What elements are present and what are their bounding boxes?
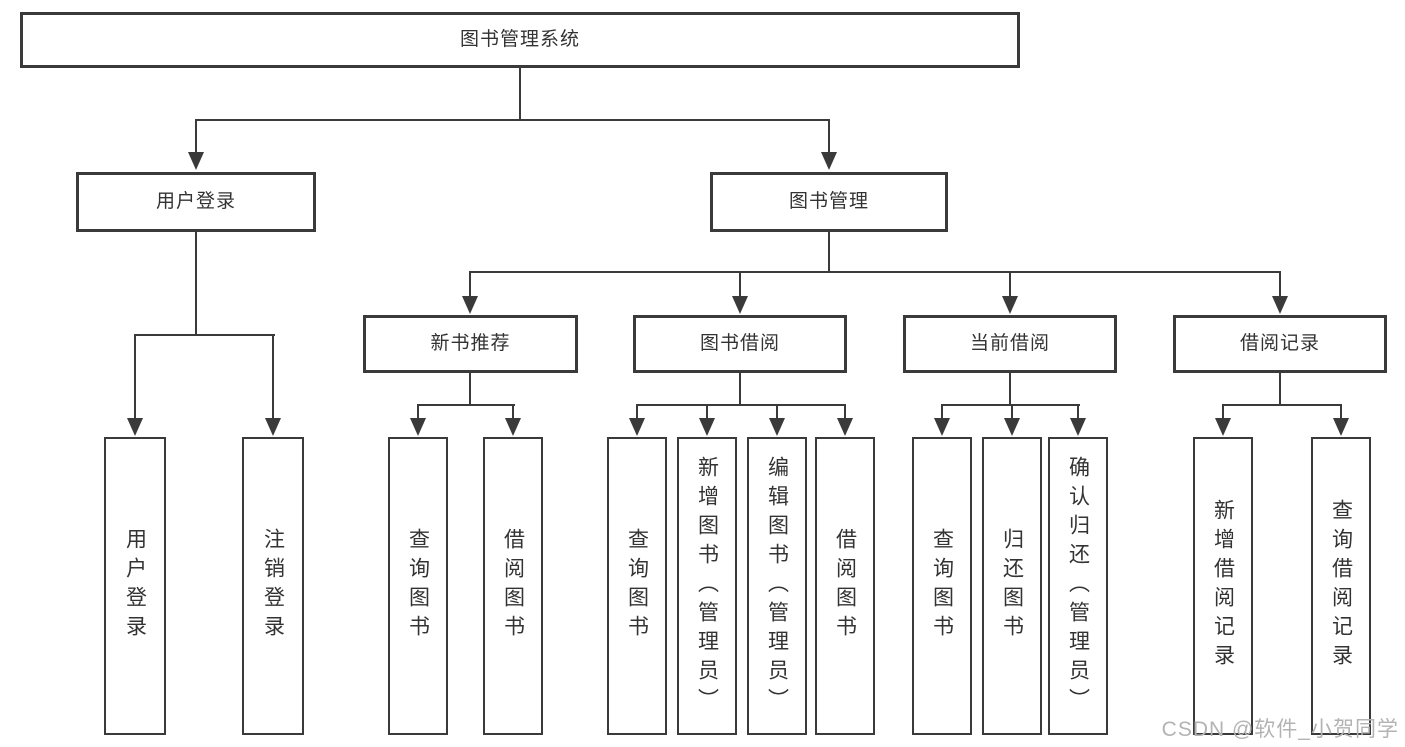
arrow-down-icon [265,418,281,436]
arrow-down-icon [505,418,521,436]
leaf-return-book: 归还图书 [982,437,1042,735]
arrow-down-icon [1004,418,1020,436]
connector-line [1009,373,1011,406]
arrow-down-icon [1070,418,1086,436]
connector-line [636,404,638,420]
node-book-management: 图书管理 [710,172,948,232]
arrow-down-icon [188,152,204,170]
arrow-down-icon [1272,296,1288,314]
arrow-down-icon [699,418,715,436]
connector-line [1222,404,1224,420]
leaf-edit-book-admin: 编辑图书（管理员） [747,437,807,735]
connector-line [195,232,197,336]
leaf-borrow-book: 借阅图书 [815,437,875,735]
connector-line [706,404,708,420]
arrow-down-icon [837,418,853,436]
node-user-login: 用户登录 [76,172,316,232]
connector-line [844,404,846,420]
connector-line [272,334,274,420]
arrow-down-icon [410,418,426,436]
connector-line [776,404,778,420]
connector-line [134,334,136,420]
node-borrow-record: 借阅记录 [1173,315,1387,373]
leaf-user-login: 用户登录 [104,437,166,735]
leaf-confirm-return-admin: 确认归还（管理员） [1048,437,1108,735]
arrow-down-icon [629,418,645,436]
leaf-query-book-borrow: 查询图书 [607,437,667,735]
connector-line [1011,404,1013,420]
connector-line [1222,404,1342,406]
connector-line [739,271,741,299]
connector-line [417,404,419,420]
connector-line [195,119,830,121]
connector-line [417,404,515,406]
leaf-query-borrow-record: 查询借阅记录 [1311,437,1371,735]
leaf-add-book-admin: 新增图书（管理员） [677,437,737,735]
arrow-down-icon [462,296,478,314]
connector-line [1077,404,1079,420]
connector-line [134,334,275,336]
connector-line [739,373,741,406]
connector-line [195,119,197,153]
connector-line [1340,404,1342,420]
connector-line [519,68,521,120]
connector-line [828,232,830,273]
leaf-borrow-book-recommend: 借阅图书 [483,437,543,735]
leaf-query-book-recommend: 查询图书 [388,437,448,735]
csdn-watermark: CSDN @软件_小贺同学 [1161,718,1399,741]
arrow-down-icon [732,296,748,314]
connector-line [469,271,471,299]
connector-line [636,404,846,406]
arrow-down-icon [1333,418,1349,436]
connector-line [941,404,1080,406]
arrow-down-icon [934,418,950,436]
connector-line [941,404,943,420]
node-root: 图书管理系统 [20,12,1020,68]
arrow-down-icon [1002,296,1018,314]
leaf-add-borrow-record: 新增借阅记录 [1193,437,1253,735]
connector-line [1279,373,1281,406]
connector-line [1009,271,1011,299]
arrow-down-icon [1215,418,1231,436]
connector-line [512,404,514,420]
leaf-logout-login: 注销登录 [242,437,304,735]
node-book-borrow: 图书借阅 [633,315,847,373]
connector-line [1279,271,1281,299]
connector-line [828,119,830,153]
connector-line [469,271,1281,273]
connector-line [469,373,471,406]
arrow-down-icon [821,152,837,170]
arrow-down-icon [769,418,785,436]
leaf-query-book-current: 查询图书 [912,437,972,735]
arrow-down-icon [127,418,143,436]
node-current-borrow: 当前借阅 [903,315,1117,373]
node-new-book-recommend: 新书推荐 [363,315,578,373]
